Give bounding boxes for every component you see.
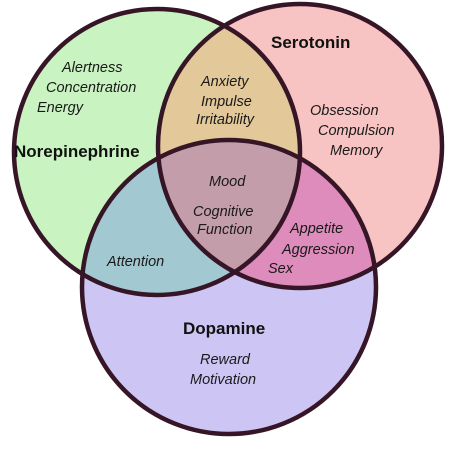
serotonin-term-1: Obsession — [310, 103, 379, 119]
se-da-term-2: Aggression — [281, 242, 355, 258]
ne-se-term-2: Impulse — [201, 94, 252, 110]
center-term-3: Function — [197, 222, 253, 238]
dopamine-term-1: Reward — [200, 352, 251, 368]
dopamine-term-2: Motivation — [190, 372, 256, 388]
serotonin-label: Serotonin — [271, 33, 350, 52]
norepinephrine-outline — [11, 6, 303, 298]
serotonin-outline — [155, 1, 445, 291]
norepinephrine-term-2: Concentration — [46, 80, 136, 96]
dopamine-label: Dopamine — [183, 319, 265, 338]
serotonin-term-2: Compulsion — [318, 123, 395, 139]
se-da-term-3: Sex — [268, 261, 294, 277]
ne-se-term-1: Anxiety — [200, 74, 249, 90]
center-term-2: Cognitive — [193, 204, 253, 220]
dopamine-outline — [79, 137, 379, 437]
norepinephrine-term-3: Energy — [37, 100, 84, 116]
se-da-term-1: Appetite — [289, 221, 343, 237]
ne-da-term-1: Attention — [106, 254, 164, 270]
ne-se-term-3: Irritability — [196, 112, 255, 128]
norepinephrine-term-1: Alertness — [61, 60, 122, 76]
norepinephrine-label: Norepinephrine — [14, 142, 140, 161]
serotonin-term-3: Memory — [330, 143, 383, 159]
center-term-1: Mood — [209, 174, 246, 190]
